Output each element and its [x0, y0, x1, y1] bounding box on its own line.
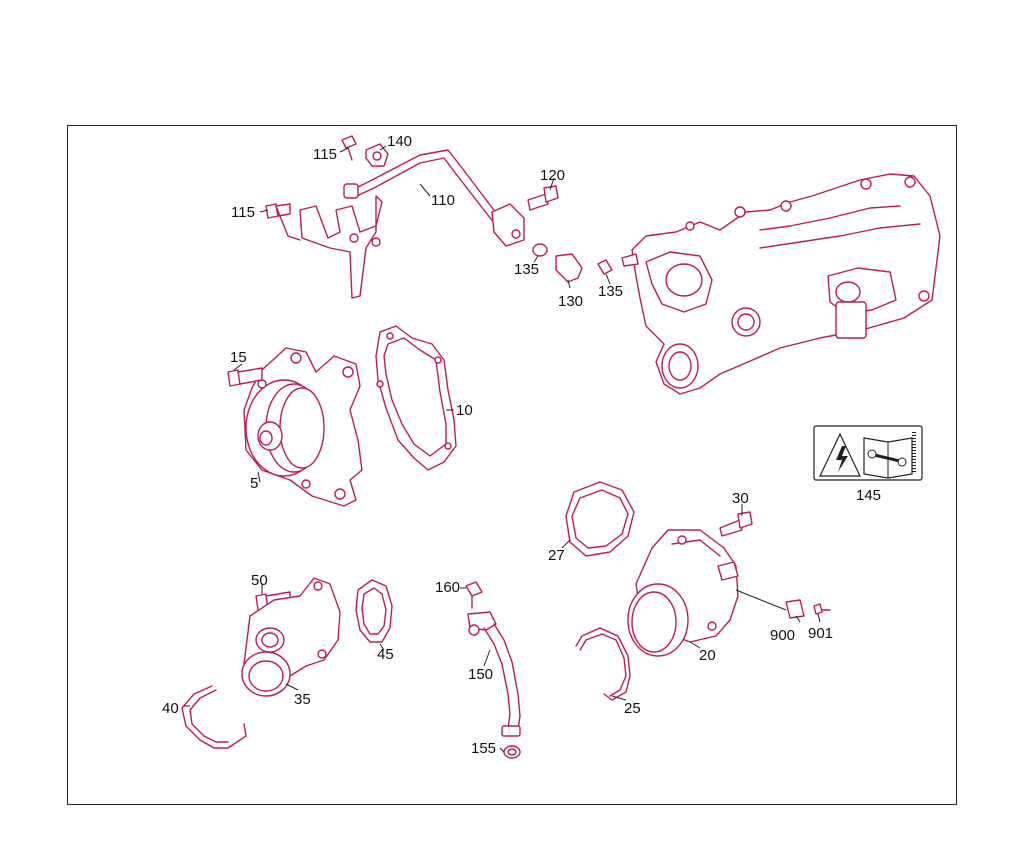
- manual-wrench-icon: [863, 437, 913, 479]
- part-45-o-ring[interactable]: [355, 579, 393, 643]
- callout-135b: 135: [598, 283, 623, 300]
- callout-15: 15: [230, 349, 247, 366]
- callout-10: 10: [456, 402, 473, 419]
- bracket: [299, 195, 383, 299]
- part-30-bolt[interactable]: [719, 511, 753, 537]
- engine-housing: [621, 173, 941, 395]
- part-901-pin[interactable]: [813, 603, 831, 615]
- callout-120: 120: [540, 167, 565, 184]
- part-115b-bolt[interactable]: [265, 203, 301, 241]
- callout-115b: 115: [231, 204, 255, 221]
- callout-5: 5: [250, 475, 258, 492]
- callout-135a: 135: [514, 261, 539, 278]
- callout-150: 150: [468, 666, 493, 683]
- callout-145: 145: [856, 487, 881, 504]
- leader-lines: [184, 145, 821, 753]
- callout-40: 40: [162, 700, 179, 717]
- callout-45: 45: [377, 646, 394, 663]
- callout-35: 35: [294, 691, 311, 708]
- part-20-thermostat-housing[interactable]: [627, 529, 739, 657]
- callout-160: 160: [435, 579, 460, 596]
- part-40-clip[interactable]: [181, 685, 247, 749]
- part-120-bolt[interactable]: [527, 185, 559, 211]
- part-145-warning-label[interactable]: [813, 425, 923, 481]
- warning-high-voltage-icon: [819, 432, 861, 477]
- callout-130: 130: [558, 293, 583, 310]
- part-115a-bolt[interactable]: [341, 135, 357, 161]
- callout-20: 20: [699, 647, 716, 664]
- part-135a-clamp[interactable]: [532, 243, 548, 257]
- part-25-retaining-clip[interactable]: [575, 627, 631, 701]
- part-140-clip[interactable]: [365, 143, 389, 167]
- part-27-gasket[interactable]: [565, 481, 635, 557]
- part-35-housing[interactable]: [241, 577, 341, 697]
- part-155-o-ring[interactable]: [503, 745, 521, 759]
- callout-155: 155: [471, 740, 496, 757]
- callout-901: 901: [808, 625, 833, 642]
- part-150-pipe[interactable]: [467, 611, 521, 737]
- diagram-frame: [67, 125, 957, 805]
- callout-110: 110: [431, 192, 455, 209]
- callout-50: 50: [251, 572, 268, 589]
- callout-30: 30: [732, 490, 749, 507]
- part-135b-clamp[interactable]: [597, 259, 613, 275]
- part-160-bolt[interactable]: [465, 581, 483, 609]
- part-900-sensor[interactable]: [785, 599, 805, 619]
- part-15-bolt[interactable]: [227, 367, 263, 387]
- callout-27: 27: [548, 547, 565, 564]
- part-130-hose[interactable]: [555, 253, 583, 283]
- callout-140: 140: [387, 133, 412, 150]
- part-10-gasket[interactable]: [375, 325, 457, 471]
- part-110-coolant-pipe[interactable]: [343, 149, 525, 247]
- callout-25: 25: [624, 700, 641, 717]
- callout-900: 900: [770, 627, 795, 644]
- callout-115a: 115: [313, 146, 337, 163]
- callout-labels: 115 140 115 110 120 135 130 135 15 10 5 …: [162, 133, 881, 757]
- part-5-water-pump[interactable]: [243, 347, 363, 507]
